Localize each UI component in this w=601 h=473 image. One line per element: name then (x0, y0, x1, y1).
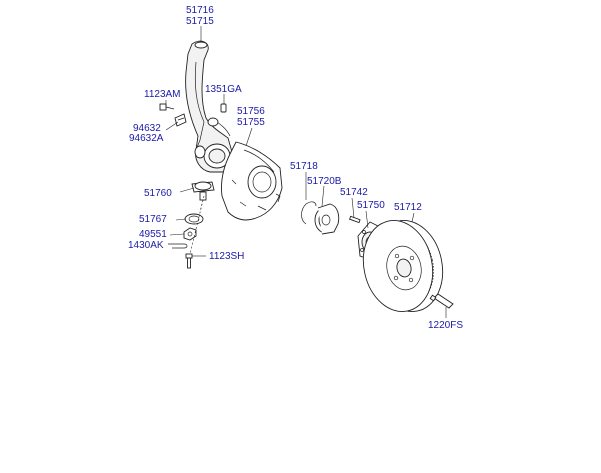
part-number-1430ak[interactable]: 1430AK (128, 240, 164, 251)
part-number-51767[interactable]: 51767 (139, 214, 167, 225)
part-number-51756[interactable]: 51756 (237, 106, 265, 117)
bracket-94632[interactable] (174, 113, 187, 127)
wheel-stud-51742[interactable] (349, 215, 361, 224)
part-number-1220fs[interactable]: 1220FS (428, 320, 464, 331)
part-number-1123am[interactable]: 1123AM (144, 89, 181, 100)
dust-cover[interactable] (221, 141, 283, 221)
leader-lines (165, 26, 447, 318)
cotter-pin-1430ak[interactable] (168, 243, 188, 249)
part-number-51715[interactable]: 51715 (186, 16, 214, 27)
part-number-51755[interactable]: 51755 (237, 117, 265, 128)
part-number-51750[interactable]: 51750 (357, 200, 385, 211)
part-number-51712[interactable]: 51712 (394, 202, 422, 213)
part-number-51760[interactable]: 51760 (144, 188, 172, 199)
part-number-51716[interactable]: 51716 (186, 5, 214, 16)
snap-ring[interactable] (301, 201, 317, 225)
screw-1220fs[interactable] (429, 293, 454, 309)
bolt-1351ga[interactable] (220, 103, 227, 113)
boot-51767[interactable] (184, 213, 204, 225)
bolt-1123am[interactable] (159, 103, 175, 111)
part-number-1351ga[interactable]: 1351GA (205, 84, 242, 95)
nut-49551[interactable] (183, 227, 197, 241)
label-51716-51715[interactable]: 51716 51715 (186, 5, 214, 27)
label-94632[interactable]: 94632 (133, 123, 161, 134)
part-number-49551[interactable]: 49551 (139, 229, 167, 240)
part-number-94632a[interactable]: 94632A (129, 133, 164, 144)
bolt-1123sh[interactable] (185, 253, 193, 269)
label-51756-51755[interactable]: 51756 51755 (237, 106, 265, 128)
part-number-1123sh[interactable]: 1123SH (209, 251, 245, 262)
part-number-94632[interactable]: 94632 (133, 123, 161, 134)
wheel-bearing[interactable] (314, 203, 340, 235)
brake-disc[interactable] (355, 214, 451, 318)
part-number-51720b[interactable]: 51720B (307, 176, 342, 187)
part-number-51718[interactable]: 51718 (290, 161, 318, 172)
part-number-51742[interactable]: 51742 (340, 187, 368, 198)
steering-knuckle[interactable] (185, 40, 235, 173)
ball-joint[interactable] (191, 181, 215, 213)
